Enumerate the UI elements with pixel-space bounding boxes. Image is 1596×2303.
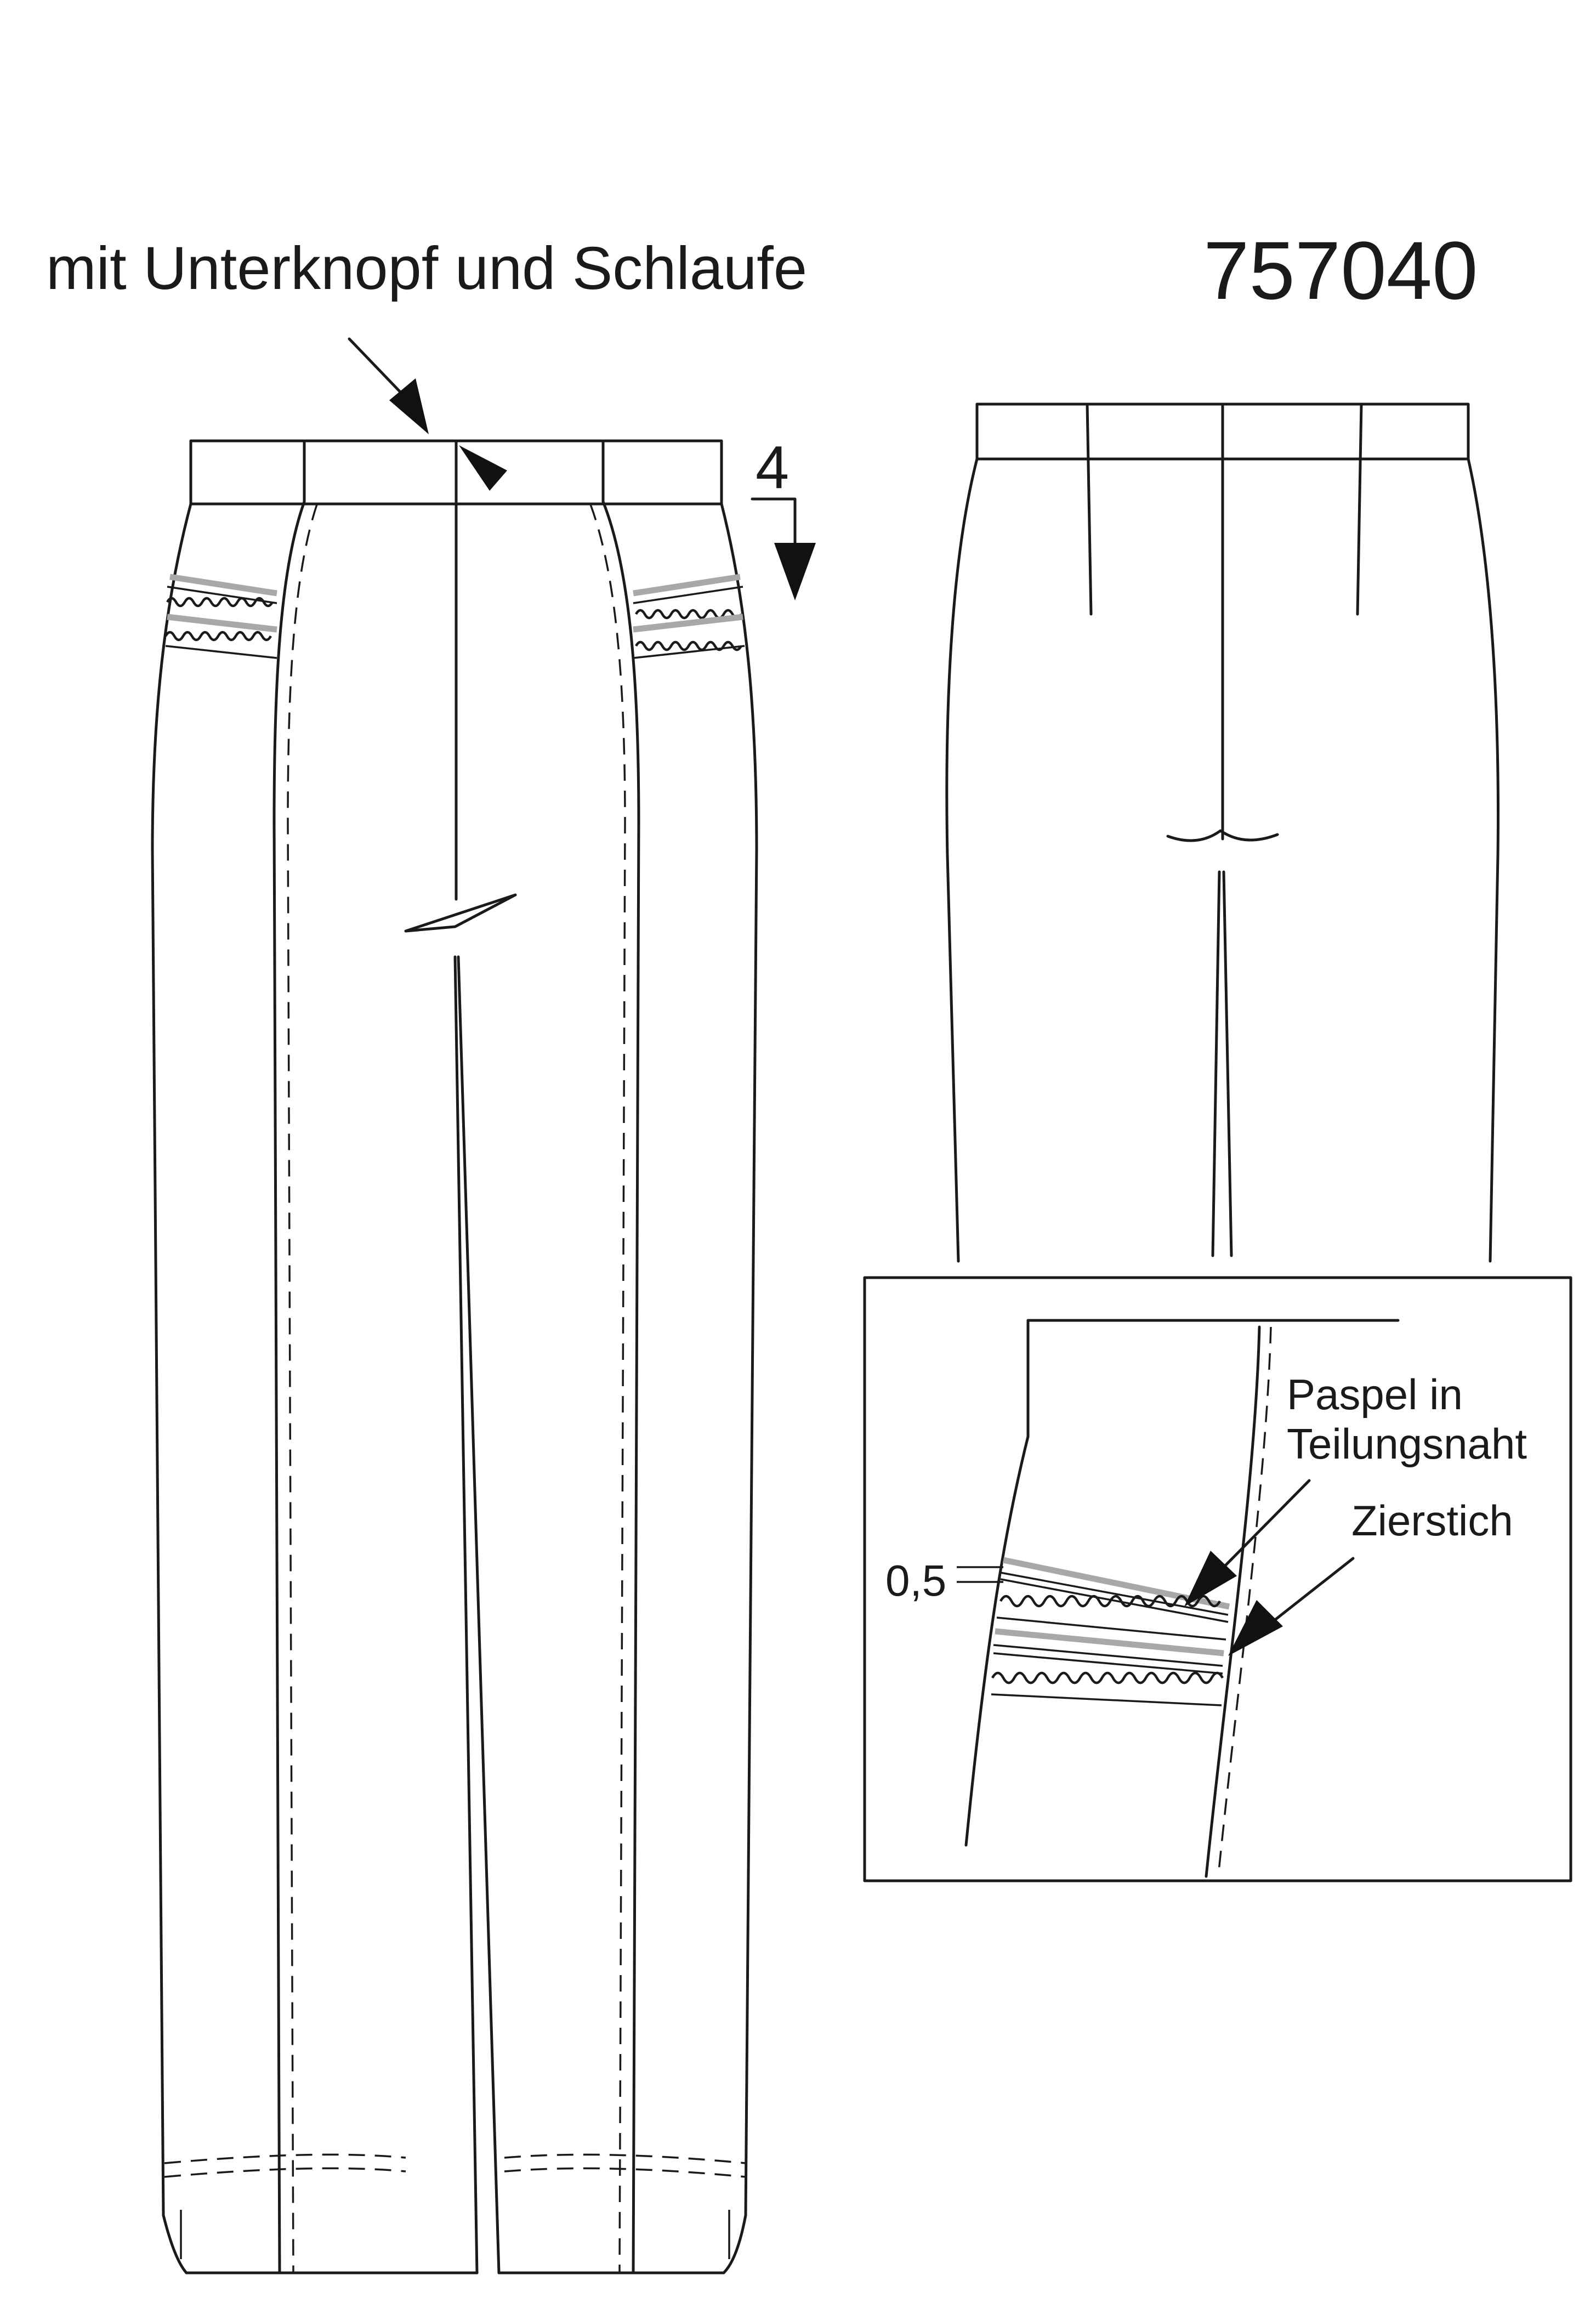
back-right-outer-seam: [1467, 457, 1500, 1263]
seat-curve: [1166, 829, 1279, 842]
back-dart-right: [1356, 402, 1363, 616]
right-panel-seam: [601, 439, 640, 2274]
detail-inset: 0,5 Paspel in Teilungsnaht Zierstich: [863, 1276, 1572, 1882]
measurement-arrow: [751, 497, 816, 600]
left-leg-outer-seam: [151, 502, 192, 2274]
header-annotation: mit Unterknopf und Schlaufe: [46, 235, 807, 302]
detail-measurement: 0,5: [885, 1556, 946, 1605]
back-inseam-left: [1211, 870, 1221, 1257]
left-leg-inseam: [453, 955, 479, 2274]
front-view-trousers: [151, 439, 758, 2274]
left-panel-seam: [272, 439, 306, 2274]
fly-hook: [404, 893, 517, 933]
button-loop-marker: [459, 445, 507, 491]
detail-frame: [863, 1276, 1572, 1882]
right-hip-piping: [633, 574, 745, 659]
topstitch-label: Zierstich: [1351, 1496, 1513, 1545]
back-left-outer-seam: [945, 457, 979, 1263]
right-leg-inseam: [457, 955, 501, 2274]
piping-label-line2: Teilungsnaht: [1287, 1420, 1527, 1468]
back-dart-left: [1086, 402, 1093, 616]
right-leg-outer-seam: [720, 502, 758, 2274]
left-hip-piping: [164, 574, 277, 659]
waistband-measurement: 4: [756, 434, 789, 501]
piping-arrow: [1184, 1479, 1311, 1607]
back-view-trousers: [945, 402, 1500, 1263]
piping-label-line1: Paspel in: [1287, 1370, 1463, 1419]
model-number: 757040: [1203, 224, 1478, 316]
back-inseam-right: [1222, 870, 1233, 1257]
topstitch-arrow: [1228, 1557, 1355, 1656]
annotation-arrow: [348, 337, 429, 434]
